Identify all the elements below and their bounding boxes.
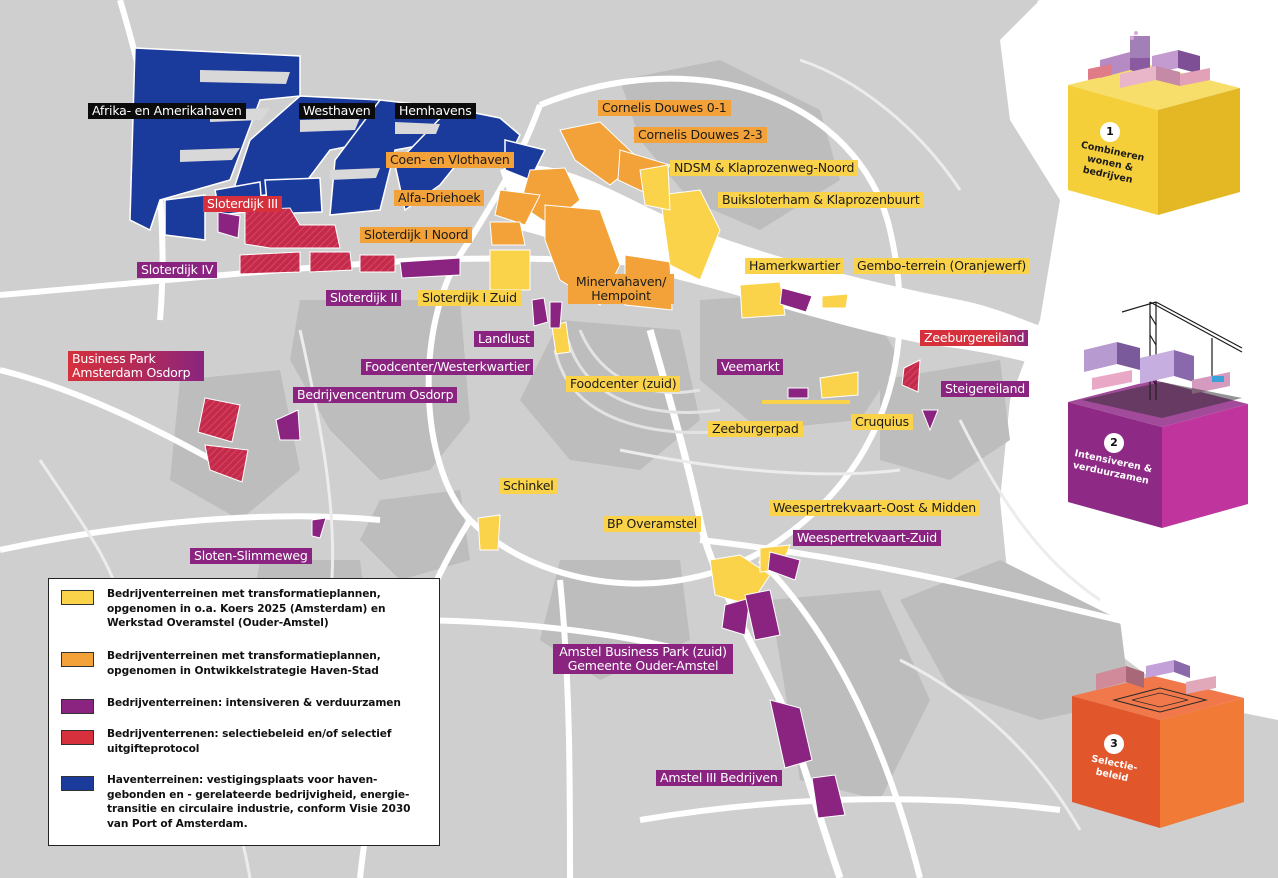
intensiveren-areas [217, 211, 939, 819]
legend-swatch-red [61, 730, 94, 745]
label-schinkel: Schinkel [499, 478, 558, 494]
label-cornelis-douwes-01: Cornelis Douwes 0-1 [598, 100, 731, 116]
label-minervahaven: Minervahaven/ Hempoint [568, 274, 674, 304]
strategy-2-number: 2 [1104, 433, 1124, 453]
legend-text: Bedrijventerreinen met transformatieplan… [107, 588, 386, 629]
label-bedrijvencentrum-osdorp: Bedrijvencentrum Osdorp [293, 387, 458, 403]
legend-text: Bedrijventerreinen met transformatieplan… [107, 650, 381, 677]
label-zeeburgereiland: Zeeburgereiland [920, 330, 1029, 346]
label-amstel-iii-bedrijven: Amstel III Bedrijven [656, 770, 782, 786]
label-westhaven: Westhaven [299, 103, 375, 119]
cube-3-graphic [1072, 660, 1244, 828]
label-afrika-amerikahaven: Afrika- en Amerikahaven [88, 103, 246, 119]
label-bp-overamstel: BP Overamstel [603, 516, 701, 532]
site-layout-icon [1096, 660, 1216, 713]
label-veemarkt: Veemarkt [717, 359, 784, 375]
label-buiksloterham: Buiksloterham & Klaprozenbuurt [718, 192, 924, 208]
label-sloterdijk-ii: Sloterdijk II [326, 290, 402, 306]
label-coen-vlothaven: Coen- en Vlothaven [386, 152, 514, 168]
label-gembo-terrein: Gembo-terrein (Oranjewerf) [853, 258, 1031, 274]
legend-swatch-orange [61, 652, 94, 667]
zeeburgerpad-strip [762, 400, 850, 404]
label-ndsm-klaprozenweg: NDSM & Klaprozenweg-Noord [670, 160, 859, 176]
label-foodcenter-westerkwartier: Foodcenter/Westerkwartier [361, 359, 534, 375]
legend-text: Haventerreinen: vestigingsplaats voor ha… [107, 774, 411, 830]
label-sloterdijk-i-zuid: Sloterdijk I Zuid [418, 290, 521, 306]
label-sloterdijk-iii: Sloterdijk III [203, 196, 282, 212]
cube-2-graphic [1068, 301, 1248, 528]
label-hemhavens: Hemhavens [395, 103, 476, 119]
label-steigereiland: Steigereiland [941, 381, 1030, 397]
strategy-3-number: 3 [1104, 734, 1124, 754]
label-landlust: Landlust [474, 331, 534, 347]
map-legend: Bedrijventerreinen met transformatieplan… [48, 578, 440, 846]
legend-swatch-yellow [61, 590, 94, 605]
label-weespertrekvaart-zuid: Weespertrekvaart-Zuid [793, 530, 941, 546]
strategy-1-number: 1 [1100, 122, 1120, 142]
label-cornelis-douwes-23: Cornelis Douwes 2-3 [634, 127, 767, 143]
cube-1-graphic [1068, 31, 1240, 215]
legend-swatch-blue [61, 776, 94, 791]
label-amstel-business-park-zuid: Amstel Business Park (zuid) Gemeente Oud… [553, 644, 733, 674]
selectiebeleid-areas [197, 207, 921, 483]
crane-icon [1121, 301, 1243, 400]
legend-text: Bedrijventerrenen: selectiebeleid en/of … [107, 728, 392, 755]
strategy-cube-2: 2 Intensiveren & verduurzamen [1062, 290, 1258, 535]
label-business-park-osdorp: Business Park Amsterdam Osdorp [68, 351, 204, 381]
legend-swatch-purple [61, 699, 94, 714]
strategy-cube-3: 3 Selectie-beleid [1066, 656, 1252, 832]
label-zeeburgerpad: Zeeburgerpad [708, 421, 803, 437]
label-sloten-slimmeweg: Sloten-Slimmeweg [190, 548, 312, 564]
buildings-icon [1088, 31, 1210, 88]
label-sloterdijk-iv: Sloterdijk IV [137, 262, 218, 278]
label-weespertrekvaart-oost: Weespertrekvaart-Oost & Midden [769, 500, 980, 516]
industrial-buildings-icon [1082, 342, 1242, 418]
label-hamerkwartier: Hamerkwartier [745, 258, 844, 274]
label-foodcenter-zuid: Foodcenter (zuid) [566, 376, 681, 392]
strategy-cube-1: 1 Combineren wonen & bedrijven [1060, 30, 1250, 220]
label-cruquius: Cruquius [851, 414, 913, 430]
legend-text: Bedrijventerreinen: intensiveren & verdu… [107, 697, 401, 709]
label-alfa-driehoek: Alfa-Driehoek [394, 190, 485, 206]
label-sloterdijk-i-noord: Sloterdijk I Noord [360, 227, 473, 243]
